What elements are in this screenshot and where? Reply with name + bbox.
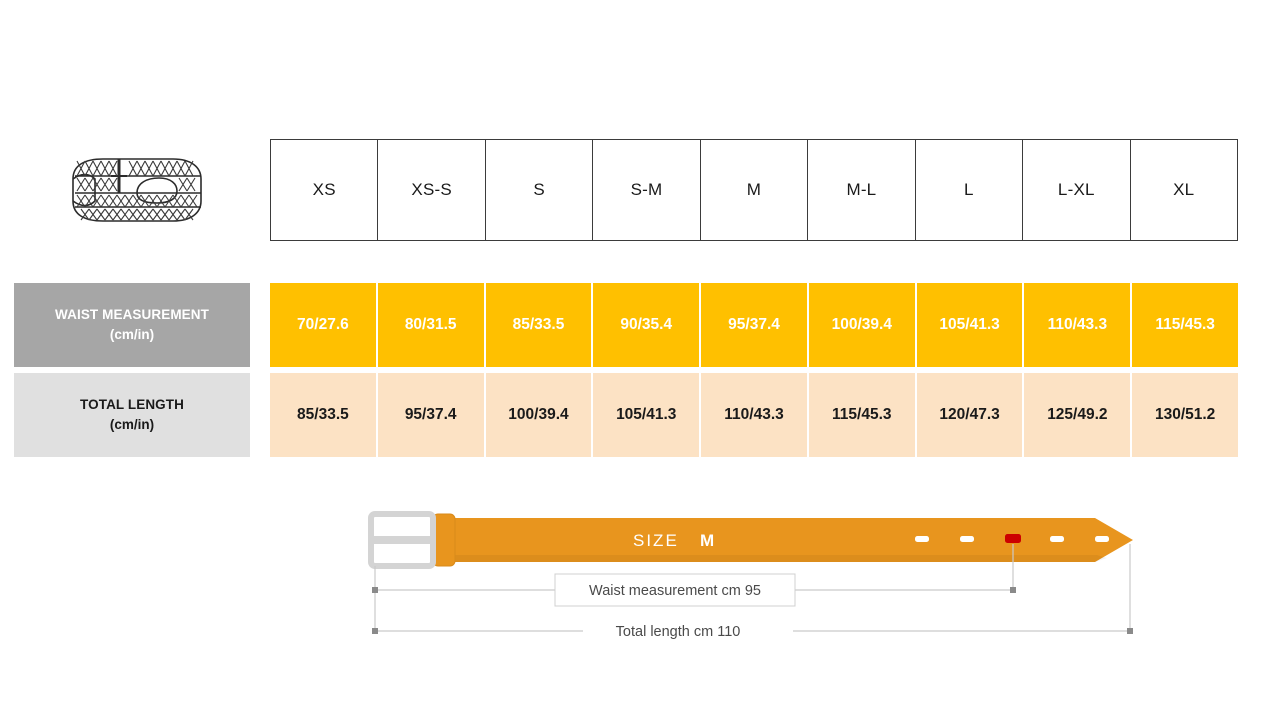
waist-label-line2: (cm/in) xyxy=(109,327,155,342)
total-dimension-box xyxy=(583,617,793,645)
waist-measurement-label: WAIST MEASUREMENT (cm/in) xyxy=(14,283,250,367)
waist-dimension: Waist measurement cm 95 xyxy=(372,573,1016,607)
dimension-tick xyxy=(1010,587,1016,593)
total-length-value-cell: 115/45.3 xyxy=(808,373,917,457)
waist-value-cell: 100/39.4 xyxy=(808,283,917,367)
total-length-value-cell: 125/49.2 xyxy=(1024,373,1133,457)
total-length-dimension-label: Total length cm 110 xyxy=(616,624,741,640)
size-header-row: XS XS-S S S-M M M-L L L-XL XL xyxy=(270,139,1238,241)
total-length-label: TOTAL LENGTH (cm/in) xyxy=(14,373,250,457)
total-length-value-cell: 130/51.2 xyxy=(1132,373,1239,457)
waist-value-cell: 105/41.3 xyxy=(916,283,1025,367)
size-header-cell: XS-S xyxy=(378,140,486,240)
total-length-value-cell: 110/43.3 xyxy=(701,373,809,457)
dimension-tick xyxy=(1127,628,1133,634)
woven-belt-icon xyxy=(55,145,215,235)
size-header-cell: XL xyxy=(1173,180,1195,199)
total-length-value-cell: 105/41.3 xyxy=(593,373,702,457)
belt-hole-active xyxy=(1005,534,1021,543)
waist-value-cell: 80/31.5 xyxy=(377,283,486,367)
belt-keeper-loop xyxy=(432,513,456,567)
waist-label-line1: WAIST MEASUREMENT xyxy=(55,307,209,323)
total-length-value-cell: 85/33.5 xyxy=(270,373,378,457)
dimension-tick xyxy=(372,587,378,593)
waist-value-cell: 90/35.4 xyxy=(593,283,702,367)
total-length-value-cell: 95/37.4 xyxy=(377,373,486,457)
belt-hole xyxy=(960,536,974,542)
size-header-cell: L-XL xyxy=(1023,140,1131,240)
belt-measurement-diagram: SIZE M Waist measurement cm 95 xyxy=(355,500,1155,650)
size-header-cell: L xyxy=(916,140,1024,240)
belt-size-value: M xyxy=(700,531,714,550)
total-length-dimension: Total length cm 110 xyxy=(372,617,1133,645)
total-length-row: 85/33.5 95/37.4 100/39.4 105/41.3 110/43… xyxy=(270,373,1239,457)
total-length-value-cell: 100/39.4 xyxy=(485,373,594,457)
belt-strap xyxy=(445,518,1133,562)
dimension-tick xyxy=(372,628,378,634)
waist-measurement-row: 70/27.6 80/31.5 85/33.5 90/35.4 95/37.4 … xyxy=(270,283,1239,367)
size-header-cell: S-M xyxy=(593,140,701,240)
total-length-label-line1: TOTAL LENGTH xyxy=(80,397,184,413)
belt-hole xyxy=(1095,536,1109,542)
waist-value-cell: 85/33.5 xyxy=(485,283,594,367)
waist-value-cell: 110/43.3 xyxy=(1024,283,1133,367)
size-header-cell: M-L xyxy=(808,140,916,240)
total-length-label-line2: (cm/in) xyxy=(109,417,155,432)
size-header-cell: M xyxy=(701,140,809,240)
waist-value-cell: 115/45.3 xyxy=(1132,283,1239,367)
size-header-cell: S xyxy=(486,140,594,240)
waist-dimension-label: Waist measurement cm 95 xyxy=(589,583,761,599)
waist-dimension-box xyxy=(554,573,796,607)
belt-size-word: SIZE xyxy=(633,531,679,550)
waist-value-cell: 70/27.6 xyxy=(270,283,378,367)
waist-value-cell: 95/37.4 xyxy=(701,283,809,367)
size-header-cell: XS xyxy=(271,140,379,240)
buckle-prong-bar xyxy=(371,536,433,544)
belt-hole xyxy=(915,536,929,542)
belt-hole xyxy=(1050,536,1064,542)
total-length-value-cell: 120/47.3 xyxy=(916,373,1025,457)
